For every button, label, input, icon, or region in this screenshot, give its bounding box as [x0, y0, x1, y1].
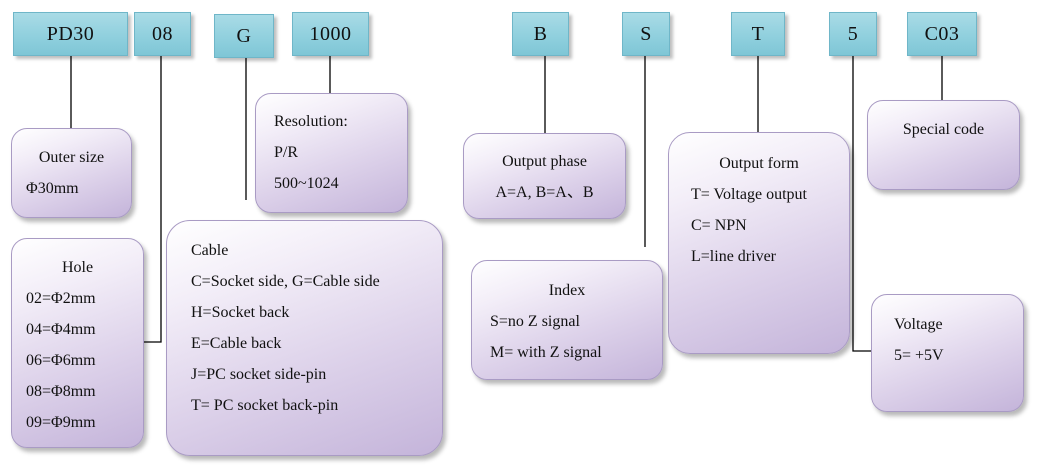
index-box: Index S=no Z signal M= with Z signal: [471, 260, 663, 380]
hole-item: 06=Φ6mm: [26, 352, 96, 369]
output-form-item: L=line driver: [691, 248, 776, 265]
voltage-title: Voltage: [894, 316, 943, 333]
output-form-item: C= NPN: [691, 217, 747, 234]
hole-title: Hole: [61, 259, 94, 276]
voltage-value: 5= +5V: [894, 347, 944, 364]
output-phase-box: Output phase A=A, B=A、B: [463, 133, 626, 219]
cable-item: T= PC socket back-pin: [191, 397, 339, 414]
resolution-box: Resolution: P/R 500~1024: [255, 93, 408, 213]
outer-size-title: Outer size: [38, 149, 105, 166]
special-code-box: Special code: [867, 100, 1020, 190]
code-box-g: G: [214, 14, 274, 58]
output-phase-title: Output phase: [502, 153, 587, 170]
code-box-pd30: PD30: [13, 12, 128, 56]
output-form-box: Output form T= Voltage output C= NPN L=l…: [668, 132, 850, 354]
output-form-item: T= Voltage output: [691, 186, 807, 203]
code-box-5: 5: [829, 12, 877, 56]
resolution-range: 500~1024: [274, 175, 339, 192]
voltage-box: Voltage 5= +5V: [871, 294, 1024, 412]
index-item: S=no Z signal: [490, 313, 580, 330]
hole-item: 09=Φ9mm: [26, 414, 96, 431]
code-box-s: S: [622, 12, 670, 56]
hole-box: Hole 02=Φ2mm 04=Φ4mm 06=Φ6mm 08=Φ8mm 09=…: [11, 238, 144, 448]
cable-item: C=Socket side, G=Cable side: [191, 273, 380, 290]
special-code-title: Special code: [902, 121, 985, 138]
resolution-unit: P/R: [274, 144, 299, 161]
index-title: Index: [548, 282, 586, 299]
output-phase-value: A=A, B=A、B: [495, 184, 594, 201]
code-box-1000: 1000: [292, 12, 369, 56]
outer-size-value: Φ30mm: [26, 180, 79, 197]
cable-box: Cable C=Socket side, G=Cable side H=Sock…: [166, 220, 443, 456]
resolution-title: Resolution:: [274, 113, 348, 130]
hole-item: 04=Φ4mm: [26, 321, 96, 338]
code-box-08: 08: [134, 12, 191, 56]
output-form-title: Output form: [719, 155, 799, 172]
outer-size-box: Outer size Φ30mm: [11, 128, 132, 218]
code-box-c03: C03: [907, 12, 977, 56]
index-item: M= with Z signal: [490, 344, 602, 361]
hole-item: 08=Φ8mm: [26, 383, 96, 400]
line-08-hole: [144, 56, 162, 343]
cable-item: H=Socket back: [191, 304, 290, 321]
cable-title: Cable: [191, 242, 229, 259]
line-5-voltage: [852, 56, 871, 352]
cable-item: E=Cable back: [191, 335, 282, 352]
cable-item: J=PC socket side-pin: [191, 366, 327, 383]
code-box-t: T: [731, 12, 785, 56]
code-box-b: B: [512, 12, 569, 56]
hole-item: 02=Φ2mm: [26, 290, 96, 307]
